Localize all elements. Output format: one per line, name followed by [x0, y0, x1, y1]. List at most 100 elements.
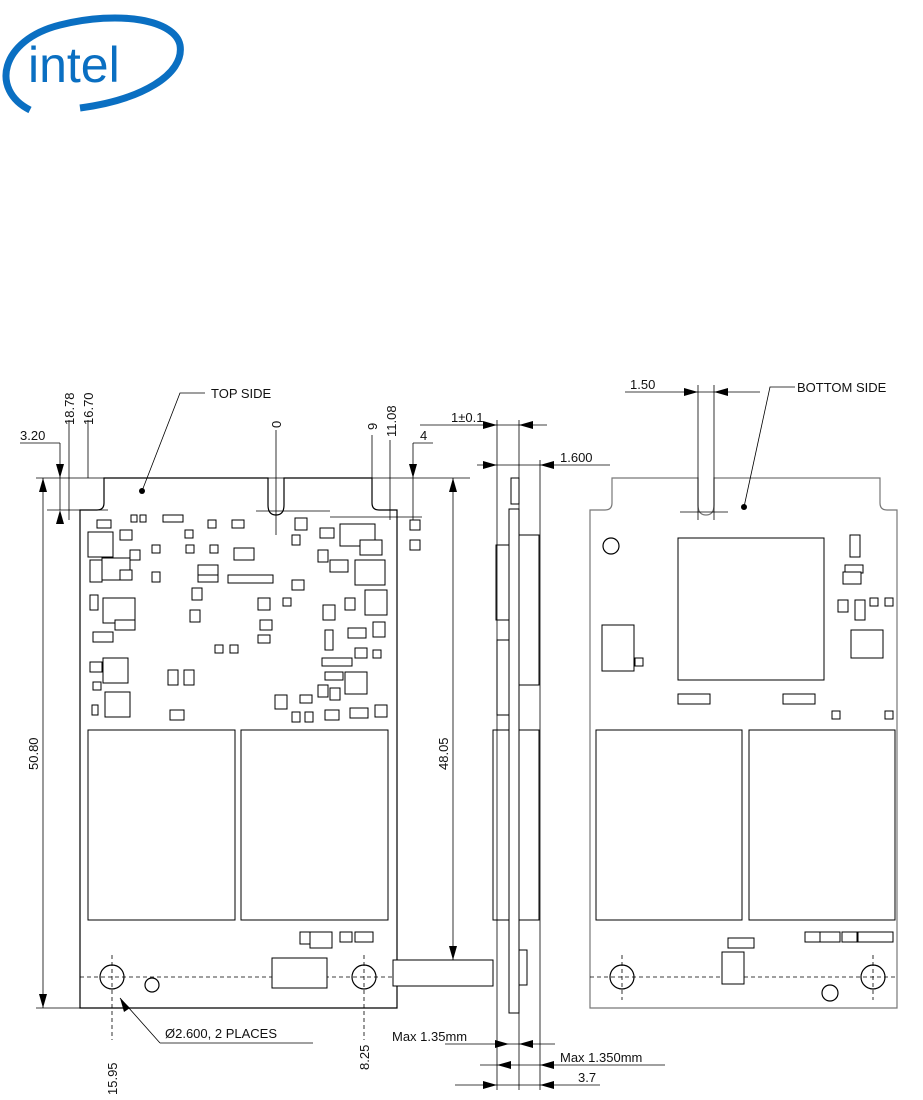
dim-4: 4 [420, 428, 427, 443]
smd-component [274, 694, 288, 710]
nand-chip [240, 729, 389, 921]
top-side-view [79, 477, 494, 1040]
hole-note: Ø2.600, 2 PLACES [165, 1026, 277, 1041]
smd-component [197, 574, 219, 583]
smd-component [114, 619, 136, 631]
smd-component [804, 931, 821, 943]
dim-max-1-350: Max 1.350mm [560, 1050, 642, 1065]
smd-component [372, 621, 386, 638]
smd-component [842, 571, 862, 585]
smd-component [374, 704, 388, 718]
smd-component [214, 644, 224, 654]
dim-50-80: 50.80 [26, 737, 41, 770]
nand-chip [87, 729, 236, 921]
top-side-label: TOP SIDE [211, 386, 272, 401]
smd-component [207, 519, 217, 529]
dim-15-95: 15.95 [105, 1062, 120, 1095]
smd-component [819, 931, 841, 943]
smd-component [884, 597, 894, 607]
smd-component [329, 687, 341, 701]
smd-component [169, 709, 185, 721]
smd-component [119, 529, 133, 541]
smd-component [319, 527, 335, 539]
smd-component [324, 629, 334, 651]
smd-component [229, 644, 239, 654]
dim-max-1-35: Max 1.35mm [392, 1029, 467, 1044]
smd-component [837, 599, 849, 613]
smd-component [89, 661, 103, 673]
smd-component [96, 519, 112, 529]
smd-component [130, 514, 138, 523]
smd-component [102, 597, 136, 624]
smd-component [257, 597, 271, 611]
smd-component [322, 604, 336, 621]
smd-component [151, 571, 161, 583]
smd-component [209, 544, 219, 554]
smd-component [294, 517, 308, 531]
dimension-lines [20, 385, 795, 1089]
dim-1-50: 1.50 [630, 377, 655, 392]
smd-component [91, 704, 99, 716]
intel-logo: intel [2, 14, 184, 114]
dim-3-20: 3.20 [20, 428, 45, 443]
smd-component [677, 693, 711, 705]
smd-component [183, 669, 195, 686]
smd-component [869, 597, 879, 607]
dim-8-25: 8.25 [357, 1045, 372, 1070]
smd-component [282, 597, 292, 607]
dim-0: 0 [269, 421, 284, 428]
smd-component [104, 691, 131, 718]
smd-component [151, 544, 161, 554]
smd-component [119, 569, 133, 581]
smd-component [329, 559, 349, 573]
smd-component [92, 631, 114, 643]
smd-component [259, 619, 273, 631]
smd-component [299, 694, 313, 704]
smd-component [87, 531, 114, 558]
smd-component [782, 693, 816, 705]
smd-component [185, 544, 195, 554]
smd-component [184, 529, 194, 539]
smd-component [727, 937, 755, 949]
smd-component [409, 519, 421, 531]
smd-component [364, 589, 388, 616]
dimension-labels: TOP SIDE BOTTOM SIDE Ø2.600, 2 PLACES 3.… [20, 377, 887, 1095]
smd-component [849, 534, 861, 558]
dim-9: 9 [365, 423, 380, 430]
side-view [492, 420, 541, 1090]
smd-component [92, 681, 102, 691]
smd-component [347, 627, 367, 639]
smd-component [344, 597, 356, 611]
dim-48-05: 48.05 [436, 737, 451, 770]
smd-component [189, 609, 201, 623]
smd-component [227, 574, 274, 584]
smd-component [291, 711, 301, 723]
smd-component [309, 931, 333, 949]
smd-component [354, 931, 374, 943]
smd-component [129, 549, 141, 561]
smd-component [359, 539, 383, 556]
smd-component [372, 649, 382, 659]
dim-16-70: 16.70 [81, 392, 96, 425]
smd-component [102, 657, 129, 684]
controller-chip [677, 537, 825, 681]
smd-component [197, 564, 219, 576]
dim-11-08: 11.08 [384, 405, 399, 437]
smd-component [233, 547, 255, 561]
smd-component [291, 579, 305, 591]
smd-component [854, 599, 866, 621]
smd-component [344, 671, 368, 695]
smd-component [884, 710, 894, 720]
smd-component [850, 629, 884, 659]
smd-component [349, 707, 369, 719]
smd-component [89, 559, 103, 583]
smd-component [231, 519, 245, 529]
smd-component [324, 671, 344, 681]
smd-component [841, 931, 858, 943]
smd-component [304, 711, 314, 723]
dim-1-0-1: 1±0.1 [451, 410, 483, 425]
smd-component [317, 684, 329, 698]
smd-component [139, 514, 147, 523]
dim-1-600: 1.600 [560, 450, 593, 465]
